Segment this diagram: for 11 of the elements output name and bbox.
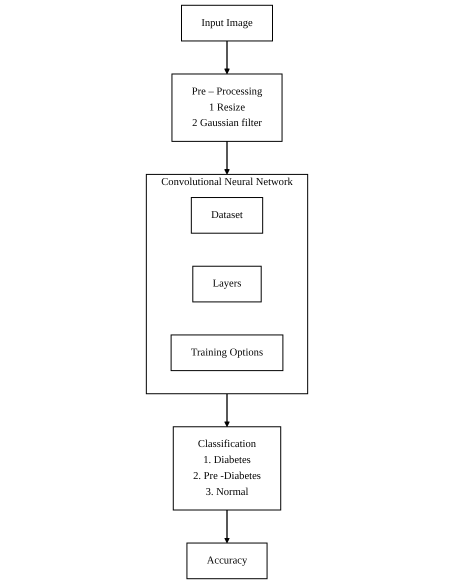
arrow [224,141,230,175]
node-box: Pre – Processing 1 Resize 2 Gaussian filter [171,74,283,142]
node-box: Classification 1. Diabetes 2. Pre -Diabetes 3. Normal [172,426,282,510]
arrow [224,40,230,74]
arrow [224,394,230,428]
node-box: Layers [192,266,262,302]
node-box: Accuracy [186,542,268,580]
node-box: Dataset [190,197,264,234]
arrow [224,510,230,544]
node-box: Input Image [181,4,273,42]
node-box: Training Options [170,334,284,372]
